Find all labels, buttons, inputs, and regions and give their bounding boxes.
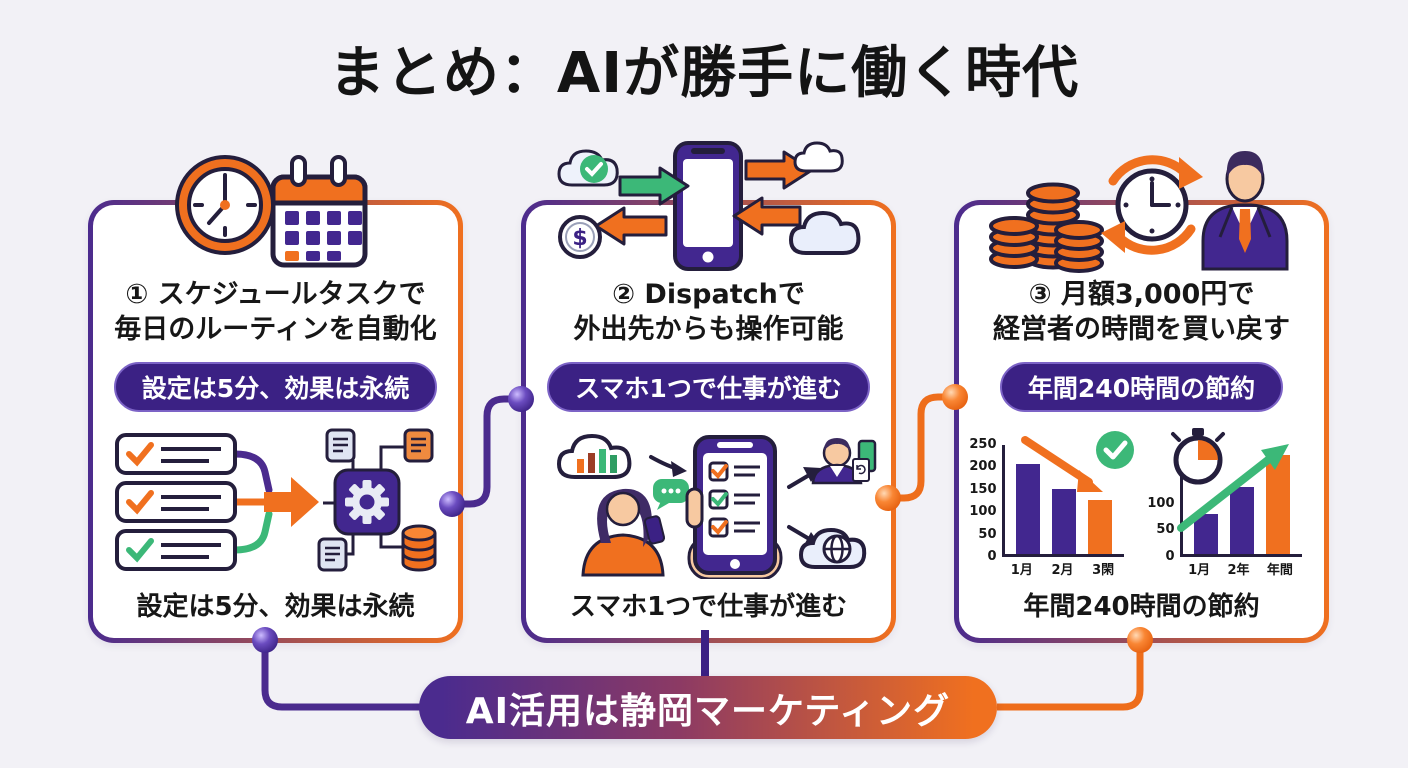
brand-banner: AI活用は静岡マーケティング: [419, 676, 997, 739]
document-node-orange-icon: [403, 428, 433, 463]
database-icon: [401, 524, 436, 572]
checklist-item: [114, 433, 237, 475]
businessman-icon: [1201, 151, 1288, 271]
smartphone-icon: [672, 141, 743, 271]
bar-1月: [1016, 464, 1041, 554]
card2-caption: スマホ1つで仕事が進む: [569, 592, 848, 622]
bar-2月: [1051, 489, 1076, 554]
card2-title: ② Dispatchで 外出先からも操作可能: [573, 279, 844, 346]
gear-node-icon: [333, 468, 400, 536]
card3-badge: 年間240時間の節約: [999, 362, 1284, 413]
businessman-avatar-icon: [811, 438, 876, 485]
card3-header-icons: [987, 141, 1297, 277]
phone-checklist: [708, 461, 760, 538]
card1-illustration: [93, 425, 458, 579]
coin-stacks-icon: [988, 182, 1104, 273]
document-node-icon: [325, 428, 355, 463]
plot-area: [1179, 445, 1302, 557]
checklist-to-gear-illustration: [114, 428, 436, 572]
bar-1月: [1194, 514, 1219, 554]
card2-illustration: [526, 425, 891, 579]
card3-caption: 年間240時間の節約: [1023, 592, 1260, 622]
dollar-coin-icon: $: [557, 215, 602, 259]
checklist-item: [114, 529, 237, 571]
svg-text:$: $: [572, 226, 587, 251]
woman-with-phone-icon: [580, 479, 689, 577]
bar-3閑: [1087, 500, 1112, 554]
globe-cloud-icon: [798, 527, 866, 569]
cloud-chart-icon: [556, 433, 631, 479]
clock-icon: [174, 155, 275, 255]
connector-card3-banner: [997, 633, 1144, 711]
cloud-icon: [788, 141, 860, 255]
mobile-workflow-illustration: [556, 433, 876, 579]
card2-header-icons: $: [554, 141, 864, 277]
card1-badge: 設定は5分、効果は永続: [113, 362, 438, 413]
checklist-item: [114, 481, 237, 523]
card2-badge: スマホ1つで仕事が進む: [547, 362, 870, 413]
hand-holding-phone-icon: [685, 435, 782, 579]
card1-caption: 設定は5分、効果は永続: [136, 592, 415, 622]
big-orange-arrow-icon: [263, 477, 319, 527]
card1-title: ① スケジュールタスクで 毎日のルーティンを自動化: [114, 279, 437, 346]
document-node-icon: [317, 537, 347, 572]
time-refresh-icon: [1100, 155, 1203, 255]
bar-2年: [1229, 487, 1254, 554]
calendar-icon: [270, 155, 367, 268]
connector-card1-banner: [261, 633, 421, 711]
card-schedule-tasks: ① スケジュールタスクで 毎日のルーティンを自動化 設定は5分、効果は永続: [88, 155, 463, 643]
page-title: まとめ：AIが勝手に働く時代: [328, 41, 1080, 106]
card-dispatch-remote: $ ② Dispatc: [521, 141, 896, 643]
bar-年間: [1265, 455, 1290, 554]
flow-arrow-icon: [648, 455, 821, 547]
flow-connector-lines: [231, 450, 272, 554]
cloud-check-icon: [556, 149, 619, 187]
speech-bubble-icon: [652, 479, 689, 510]
connector-card2-card3: [888, 393, 955, 502]
checklist-items: [114, 433, 237, 571]
card3-title: ③ 月額3,000円で 経営者の時間を買い戻す: [993, 279, 1290, 346]
card1-header-icons: [161, 141, 391, 277]
plot-area: [1001, 445, 1124, 557]
sync-arrows-icon: [594, 150, 813, 246]
